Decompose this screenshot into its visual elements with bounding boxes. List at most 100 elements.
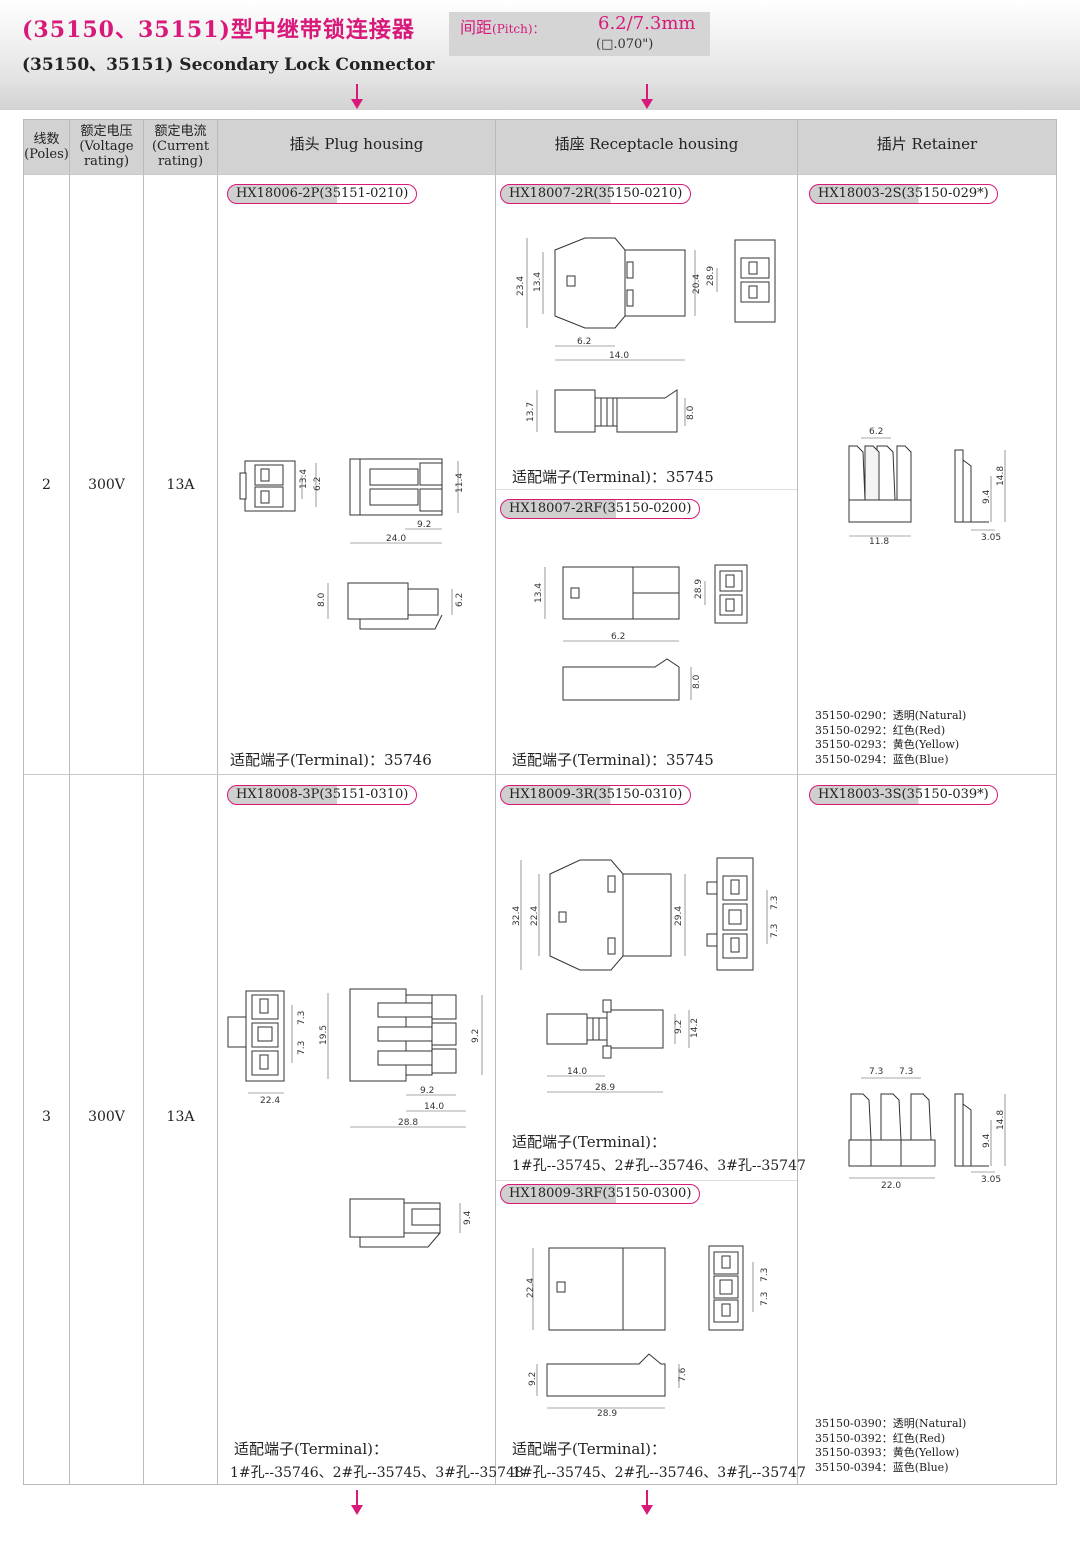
part-number-badge: HX18009-3RF(35150-0300) [500, 1184, 701, 1204]
dimension-label: 28.9 [694, 579, 704, 599]
dimension-label: 7.3 [770, 924, 780, 938]
terminal-note: 1#孔--35745、2#孔--35746、3#孔--35747 [512, 1158, 806, 1174]
row2-current: 13A [166, 1109, 195, 1125]
retainer-3s-drawing: 7.3 7.3 22.0 9.4 14.8 3.05 [848, 1067, 1006, 1190]
table-header-band [24, 120, 1056, 175]
part-number-badge: HX18006-2P(35151-0210) [227, 184, 418, 204]
dimension-label: 13.7 [526, 402, 536, 422]
dimension-label: 28.9 [597, 1409, 617, 1419]
col-divider [69, 120, 70, 1485]
dimension-label: 3.05 [981, 533, 1001, 543]
retainer-color-list: 35150-0390：透明(Natural) 35150-0392：红色(Red… [815, 1417, 967, 1474]
dimension-label: 19.5 [319, 1025, 329, 1045]
arrow-head-icon [641, 1505, 653, 1515]
terminal-note: 适配端子(Terminal)：35746 [230, 751, 432, 769]
header-rule [24, 174, 1056, 175]
col-divider [797, 120, 798, 1485]
dimension-label: 7.3 [760, 1292, 770, 1306]
dimension-label: 6.2 [611, 632, 625, 642]
terminal-note: 1#孔--35746、2#孔--35745、3#孔--35748 [230, 1465, 524, 1481]
terminal-note: 适配端子(Terminal)：35745 [512, 751, 714, 769]
dimension-label: 22.0 [881, 1181, 901, 1190]
dimension-label: 14.2 [690, 1018, 700, 1038]
dimension-label: 11.4 [455, 473, 465, 493]
col-head-retainer: 插片 Retainer [876, 135, 978, 153]
dimension-label: 22.4 [526, 1278, 536, 1298]
terminal-note: 1#孔--35745、2#孔--35746、3#孔--35747 [512, 1465, 806, 1481]
part-number-badge: HX18007-2R(35150-0210) [500, 184, 692, 204]
dimension-label: 9.2 [674, 1020, 684, 1034]
retainer-2s-drawing: 6.2 11.8 9.4 14.8 3.05 [848, 427, 1006, 547]
part-number-badge: HX18007-2RF(35150-0200) [500, 499, 701, 519]
row1-poles: 2 [42, 477, 51, 493]
pitch-box [449, 12, 710, 56]
dimension-label: 9.2 [417, 520, 431, 530]
plug-2p-drawing: 13.4 6.2 11.4 9.2 24.0 8.0 6.2 [239, 458, 465, 630]
dimension-label: 3.05 [981, 1175, 1001, 1185]
dimension-label: 9.4 [982, 1133, 992, 1148]
row-divider [24, 774, 1056, 775]
col-divider [495, 120, 496, 1485]
receptacle-3r-drawing: 32.4 22.4 29.4 7.3 7.3 9.2 14.2 14.0 28.… [512, 857, 780, 1093]
dimension-label: 6.2 [577, 337, 591, 347]
dimension-label: 13.4 [299, 469, 309, 489]
dimension-label: 28.9 [706, 266, 716, 286]
dimension-label: 32.4 [512, 906, 522, 926]
dimension-label: 14.0 [609, 351, 629, 361]
plug-3p-drawing: 7.3 7.3 22.4 19.5 9.2 9.2 14.0 28.8 9.4 [227, 988, 483, 1248]
dimension-label: 9.4 [463, 1210, 473, 1225]
col-head-plug: 插头 Plug housing [289, 135, 424, 153]
terminal-note: 适配端子(Terminal)： [234, 1440, 389, 1458]
row2-voltage: 300V [88, 1109, 125, 1125]
dimension-label: 9.4 [982, 489, 992, 504]
receptacle-2r-drawing: 23.4 13.4 20.4 6.2 14.0 28.9 13.7 8.0 [516, 237, 776, 433]
pitch-label: 间距(Pitch)： [460, 18, 545, 37]
dimension-label: 13.4 [534, 583, 544, 603]
dimension-label: 7.3 [297, 1041, 307, 1055]
spec-table [23, 119, 1057, 1485]
row2-poles: 3 [42, 1109, 51, 1125]
arrow-head-icon [351, 99, 363, 109]
row1-voltage: 300V [88, 477, 125, 493]
part-number-badge: HX18003-3S(35150-039*) [809, 785, 998, 805]
page-subtitle: (35150、35151) Secondary Lock Connector [22, 55, 435, 75]
dimension-label: 20.4 [692, 274, 702, 294]
dimension-label: 7.3 [297, 1011, 307, 1025]
dimension-label: 28.9 [595, 1083, 615, 1093]
dimension-label: 8.0 [317, 592, 327, 607]
col-head-receptacle: 插座 Receptacle housing [554, 135, 739, 153]
col-divider [217, 120, 218, 1485]
dimension-label: 7.3 [869, 1067, 883, 1077]
dimension-label: 14.0 [567, 1067, 587, 1077]
subcell-divider [496, 489, 797, 490]
dimension-label: 14.8 [996, 466, 1006, 486]
part-number-badge: HX18009-3R(35150-0310) [500, 785, 692, 805]
arrow-down-icon [646, 84, 648, 100]
dimension-label: 14.0 [424, 1102, 444, 1112]
dimension-label: 9.2 [420, 1086, 434, 1096]
arrow-down-icon [356, 84, 358, 100]
retainer-color-list: 35150-0290：透明(Natural) 35150-0292：红色(Red… [815, 709, 967, 766]
dimension-label: 9.2 [471, 1029, 481, 1043]
col-head-poles: 线数(Poles) [24, 132, 69, 162]
subcell-divider [496, 1180, 797, 1181]
dimension-label: 7.3 [770, 896, 780, 910]
dimension-label: 6.2 [455, 593, 465, 607]
arrow-head-icon [351, 1505, 363, 1515]
pitch-value: 6.2/7.3mm [598, 13, 696, 34]
row1-current: 13A [166, 477, 195, 493]
dimension-label: 24.0 [386, 534, 406, 544]
dimension-label: 8.0 [692, 674, 702, 689]
dimension-label: 7.3 [760, 1268, 770, 1282]
dimension-label: 7.6 [678, 1367, 688, 1382]
terminal-note: 适配端子(Terminal)： [512, 1133, 667, 1151]
dimension-label: 13.4 [533, 272, 543, 292]
arrow-head-icon [641, 99, 653, 109]
dimension-label: 29.4 [674, 906, 684, 926]
dimension-label: 22.4 [530, 906, 540, 926]
dimension-label: 8.0 [686, 405, 696, 420]
dimension-label: 9.2 [528, 1372, 538, 1386]
part-number-badge: HX18008-3P(35151-0310) [227, 785, 418, 805]
